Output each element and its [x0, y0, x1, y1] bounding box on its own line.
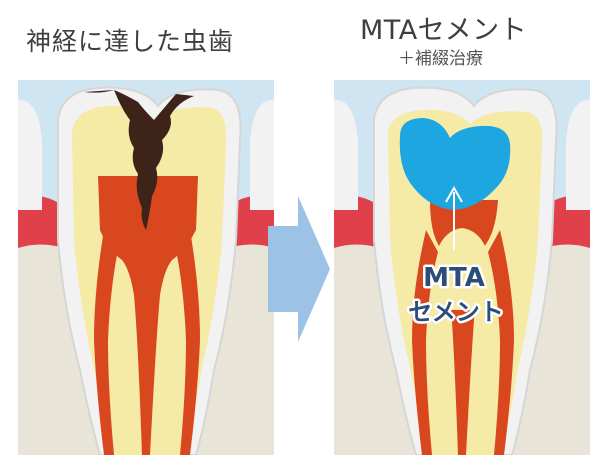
- neighbor-tooth-right: [250, 99, 274, 210]
- pointer-arrowhead-icon: [445, 185, 463, 203]
- right-panel-title: MTAセメント: [360, 15, 528, 46]
- mta-treated-tooth-illustration: MTA セメント: [334, 80, 590, 455]
- cavity-decay: [84, 90, 194, 230]
- root-canal-right: [176, 230, 200, 455]
- root-canal-left: [94, 230, 118, 455]
- root-canal-left: [412, 230, 438, 455]
- left-panel-title: 神経に達した虫歯: [26, 27, 235, 56]
- neighbor-tooth-right: [566, 99, 590, 210]
- neighbor-tooth-left: [334, 99, 358, 210]
- mta-label-line1: MTA: [423, 263, 485, 293]
- pulp-nerve: [98, 176, 198, 455]
- mta-label-line2: セメント: [408, 298, 504, 326]
- dentin-core: [438, 228, 486, 310]
- decayed-tooth-illustration: [18, 80, 274, 455]
- root-canal-right: [488, 230, 514, 455]
- right-arrow-icon: [268, 196, 330, 342]
- mta-cement-fill: [399, 118, 511, 210]
- right-panel-subtitle: ＋補綴治療: [398, 49, 483, 69]
- neighbor-tooth-left: [18, 99, 42, 210]
